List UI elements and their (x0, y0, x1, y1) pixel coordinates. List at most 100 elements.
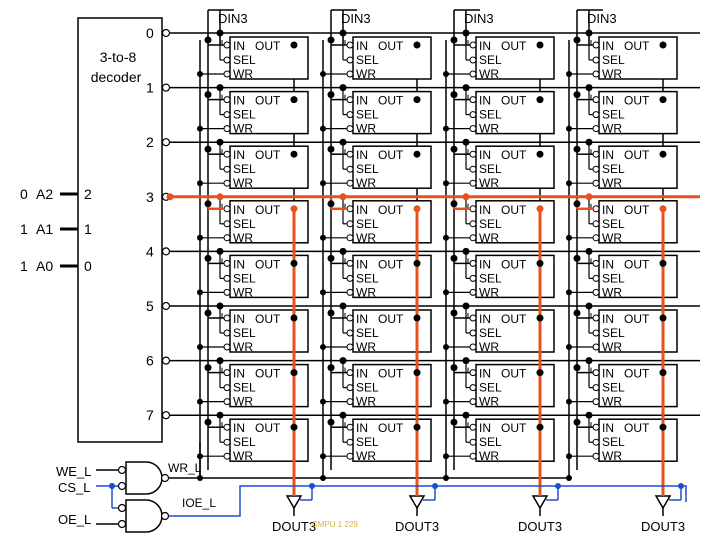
junction-dot (216, 357, 224, 365)
cell-in-label: IN (233, 257, 245, 271)
cell-out-label: OUT (501, 148, 527, 162)
cell-wr-label: WR (479, 340, 499, 354)
cell-sel-label: SEL (356, 108, 379, 122)
cell-in-label: IN (602, 257, 614, 271)
decoder-output-2: 2 (146, 134, 154, 150)
cell-wr-label: WR (479, 231, 499, 245)
cell-sel-label: SEL (602, 108, 625, 122)
cell-wr-label: WR (356, 285, 376, 299)
junction-dot (450, 364, 458, 372)
junction-dot (204, 200, 212, 208)
cell-sel-label: SEL (479, 435, 502, 449)
junction-dot (204, 309, 212, 317)
cell-in-label: IN (479, 94, 491, 108)
cell-wr-label: WR (356, 340, 376, 354)
junction-dot (204, 145, 212, 153)
din-label-3: DIN3 (587, 11, 617, 26)
junction-dot (327, 254, 335, 262)
cell-wr-label: WR (479, 285, 499, 299)
cell-sel-label: SEL (233, 53, 256, 67)
cell-out-label: OUT (501, 421, 527, 435)
cell-wr-label: WR (233, 176, 253, 190)
write-and-gate (125, 461, 163, 495)
junction-dot (443, 71, 449, 77)
cell-out-label: OUT (255, 203, 281, 217)
junction-dot (585, 411, 593, 419)
junction-dot (339, 138, 347, 146)
cell-sel-label: SEL (479, 271, 502, 285)
junction-dot (413, 150, 421, 158)
junction-dot (573, 91, 581, 99)
junction-dot (216, 411, 224, 419)
cell-sel-label: SEL (479, 53, 502, 67)
cell-sel-label: SEL (602, 217, 625, 231)
junction-dot (216, 193, 224, 201)
decoder-output-6: 6 (146, 353, 154, 369)
cell-in-label: IN (233, 148, 245, 162)
cell-in-label: IN (356, 312, 368, 326)
junction-dot (450, 200, 458, 208)
cell-out-label: OUT (255, 39, 281, 53)
junction-dot (216, 302, 224, 310)
junction-dot (327, 309, 335, 317)
cell-out-label: OUT (501, 257, 527, 271)
cell-in-label: IN (602, 367, 614, 381)
junction-dot (197, 234, 203, 241)
cell-out-label: OUT (255, 312, 281, 326)
junction-dot (573, 200, 581, 208)
cell-sel-label: SEL (233, 435, 256, 449)
junction-dot (320, 344, 326, 350)
cell-sel-label: SEL (356, 435, 379, 449)
cell-out-label: OUT (624, 367, 650, 381)
junction-dot (443, 398, 449, 405)
junction-dot (339, 357, 347, 365)
selected-path (170, 195, 700, 496)
cell-wr-label: WR (602, 231, 622, 245)
cell-wr-label: WR (233, 340, 253, 354)
junction-dot (450, 36, 458, 44)
decoder-title-line2: decoder (91, 69, 142, 85)
junction-dot (573, 364, 581, 372)
junction-dot (450, 91, 458, 99)
junction-dot (443, 234, 449, 241)
junction-dot (320, 125, 326, 132)
cell-out-label: OUT (624, 421, 650, 435)
cell-sel-label: SEL (602, 53, 625, 67)
junction-dot (413, 369, 421, 377)
junction-dot (320, 398, 326, 405)
output-buffer-0 (285, 495, 303, 510)
junction-dot (462, 29, 470, 37)
cell-sel-label: SEL (602, 435, 625, 449)
junction-dot (320, 180, 326, 187)
decoder-bubble (161, 356, 171, 365)
decoder-input-1: 1 (84, 221, 92, 237)
junction-dot (290, 96, 298, 104)
cell-sel-label: SEL (479, 326, 502, 340)
address-a1-name: A1 (36, 221, 53, 237)
junction-dot (413, 259, 421, 267)
cell-wr-label: WR (356, 122, 376, 136)
junction-dot (585, 247, 593, 255)
cell-wr-label: WR (479, 67, 499, 81)
dout-label-1: DOUT3 (395, 519, 439, 534)
junction-dot (566, 453, 572, 460)
decoder-output-4: 4 (146, 243, 154, 259)
junction-dot (339, 247, 347, 255)
junction-dot (413, 423, 421, 431)
cell-wr-label: WR (479, 176, 499, 190)
junction-dots (109, 29, 684, 489)
cell-sel-label: SEL (233, 108, 256, 122)
cell-sel-label: SEL (602, 162, 625, 176)
cell-wr-label: WR (479, 449, 499, 463)
cell-wr-label: WR (602, 285, 622, 299)
junction-dot (566, 289, 572, 296)
junction-dot (566, 125, 572, 132)
address-a0-value: 1 (20, 258, 28, 274)
junction-dot (320, 289, 326, 296)
cell-out-label: OUT (501, 312, 527, 326)
cell-sel-label: SEL (356, 326, 379, 340)
watermark: CMPU 1 229 (312, 520, 358, 529)
cell-wr-label: WR (233, 395, 253, 409)
cell-wr-label: WR (356, 231, 376, 245)
